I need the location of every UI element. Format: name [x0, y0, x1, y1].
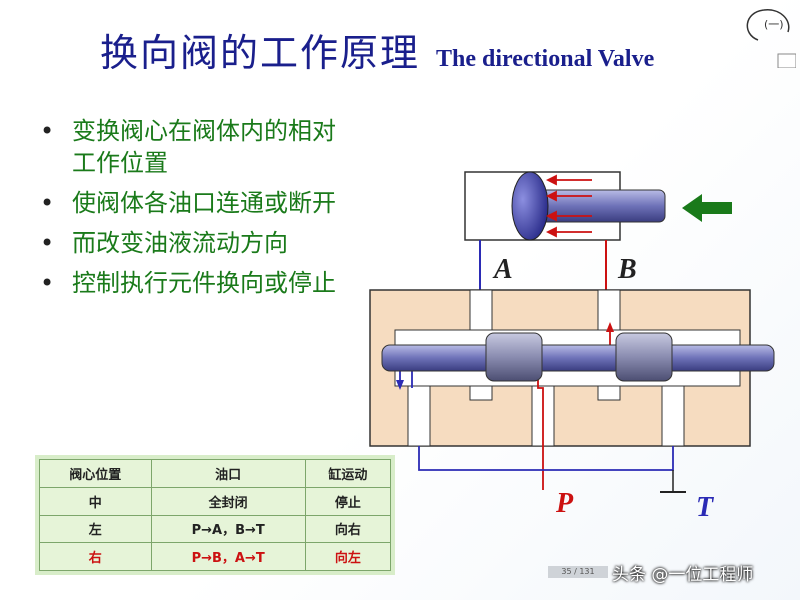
- port-a-label: A: [492, 254, 513, 285]
- table-row-highlighted: 右 P→B，A→T 向左: [39, 542, 392, 571]
- port-t-label: T: [696, 492, 715, 523]
- table-row: 中 全封闭 停止: [39, 486, 392, 516]
- corner-decoration: (一): [746, 9, 796, 68]
- bullet-text: 变换阀心在阀体内的相对工作位置: [72, 117, 336, 177]
- piston: [511, 171, 549, 241]
- directional-valve-diagram: A B P T: [369, 171, 775, 523]
- bullet-text: 使阀体各油口连通或断开: [72, 189, 336, 217]
- port-b-label: B: [617, 254, 637, 285]
- bullet-item: • 变换阀心在阀体内的相对工作位置: [34, 115, 354, 179]
- bullet-list: • 变换阀心在阀体内的相对工作位置 • 使阀体各油口连通或断开 • 而改变油液流动方向…: [34, 115, 354, 307]
- table-header: 阀心位置: [39, 459, 152, 488]
- bullet-item: • 控制执行元件换向或停止: [34, 267, 354, 299]
- table-header-row: 阀心位置 油口 缸运动: [39, 459, 392, 488]
- title-english: The directional Valve: [436, 46, 655, 72]
- spool-land-left: [485, 332, 543, 382]
- corner-text: (一): [764, 18, 784, 31]
- table: 阀心位置 油口 缸运动 中 全封闭 停止 左 P→A，B→T 向右 右 P→B，…: [39, 459, 392, 571]
- table-cell: 停止: [304, 486, 392, 516]
- table-header: 油口: [150, 459, 306, 488]
- bullet-text: 而改变油液流动方向: [72, 229, 288, 257]
- bullet-dot-icon: •: [40, 269, 55, 297]
- bullet-item: • 而改变油液流动方向: [34, 227, 354, 259]
- bullet-dot-icon: •: [40, 229, 55, 257]
- spool-land-right: [615, 332, 673, 382]
- table-cell: P→B，A→T: [150, 542, 306, 571]
- table-cell: P→A，B→T: [150, 514, 306, 544]
- watermark: 头条 @一位工程师: [612, 565, 754, 585]
- table-cell: 中: [39, 486, 152, 516]
- pressure-arrows: [545, 174, 592, 238]
- tank-return-line: [418, 446, 674, 471]
- push-arrow-icon: [682, 194, 732, 222]
- table-cell: 向左: [304, 542, 392, 571]
- title-chinese: 换向阀的工作原理: [100, 31, 421, 75]
- table-cell: 全封闭: [150, 486, 306, 516]
- bullet-item: • 使阀体各油口连通或断开: [34, 187, 354, 219]
- bullet-dot-icon: •: [40, 117, 55, 145]
- table-row: 左 P→A，B→T 向右: [39, 514, 392, 544]
- bullet-dot-icon: •: [40, 189, 55, 217]
- valve-spool: [381, 344, 775, 372]
- table-cell: 右: [39, 542, 152, 571]
- table-cell: 向右: [304, 514, 392, 544]
- table-cell: 左: [39, 514, 152, 544]
- slide-title: 换向阀的工作原理 The directional Valve: [100, 22, 654, 82]
- bullet-text: 控制执行元件换向或停止: [72, 269, 336, 297]
- table-header: 缸运动: [304, 459, 392, 488]
- port-p-label: P: [555, 488, 574, 519]
- valve-position-table: 阀心位置 油口 缸运动 中 全封闭 停止 左 P→A，B→T 向右 右 P→B，…: [35, 455, 395, 575]
- slide-number: 35 / 131: [548, 566, 608, 578]
